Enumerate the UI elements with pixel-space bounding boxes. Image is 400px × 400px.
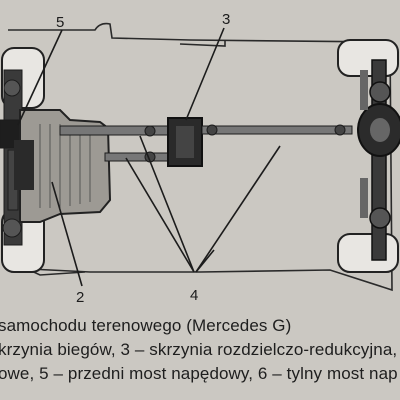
front-axle: [0, 69, 27, 246]
caption-line-2: krzynia biegów, 3 – skrzynia rozdzielczo…: [0, 340, 398, 359]
front-propeller-shaft: [59, 125, 171, 163]
transfer-case: [167, 117, 203, 167]
leader-lines: [17, 27, 281, 287]
callout-4: 4: [190, 287, 198, 304]
callout-5: 5: [56, 14, 64, 31]
leader-3: [185, 27, 225, 121]
leader-2: [51, 181, 83, 287]
leader-4b: [125, 157, 195, 273]
caption-line-1: samochodu terenowego (Mercedes G): [0, 316, 292, 335]
leader-4d: [195, 249, 215, 273]
leader-5: [17, 29, 63, 126]
rear-propeller-shaft: [201, 124, 353, 136]
rear-wheel-lower: [337, 233, 399, 273]
gearbox: [14, 109, 112, 223]
leader-4a: [139, 135, 195, 273]
callout-3: 3: [222, 11, 230, 28]
leader-4c: [195, 145, 281, 273]
caption-line-3: owe, 5 – przedni most napędowy, 6 – tyln…: [0, 364, 398, 383]
rear-axle: [357, 59, 400, 261]
callout-2: 2: [76, 289, 84, 306]
